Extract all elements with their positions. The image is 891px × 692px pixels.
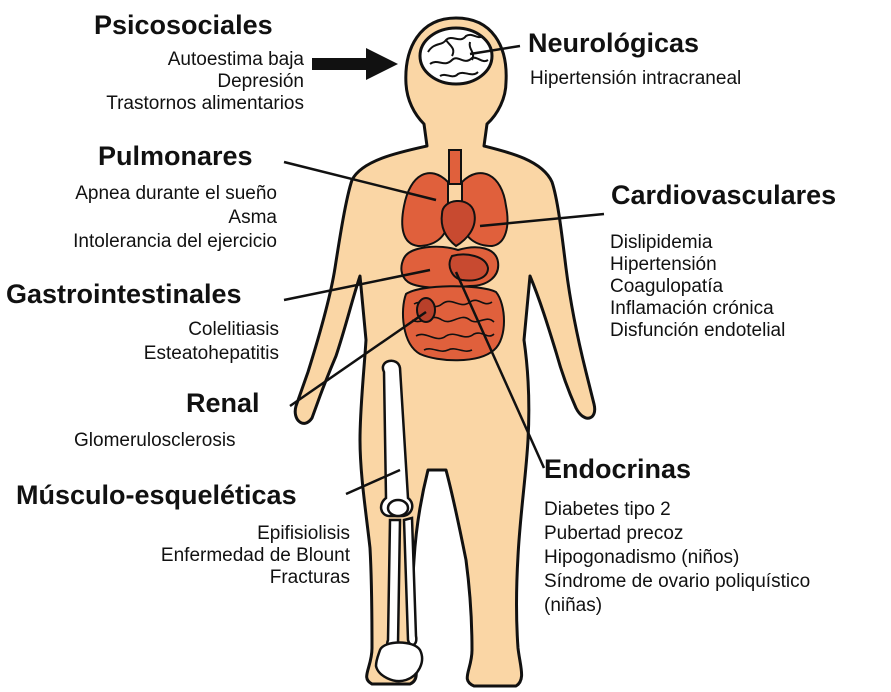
heading-psicosociales: Psicosociales — [94, 12, 273, 39]
item-hipogonadismo: Hipogonadismo (niños) — [544, 546, 810, 570]
stomach — [450, 255, 488, 281]
heading-neurologicas: Neurológicas — [528, 30, 699, 57]
item-sindrome-ovario: Síndrome de ovario poliquístico — [544, 570, 810, 594]
item-esteatohepatitis: Esteatohepatitis — [144, 342, 279, 366]
item-inflamacion: Inflamación crónica — [610, 298, 785, 320]
item-colelitiasis: Colelitiasis — [144, 318, 279, 342]
item-apnea: Apnea durante el sueño — [73, 182, 277, 206]
item-depresion: Depresión — [106, 71, 304, 93]
trachea — [449, 150, 461, 184]
item-hipertension-intracraneal: Hipertensión intracraneal — [530, 68, 741, 90]
organs — [401, 150, 507, 360]
heading-gastrointestinales: Gastrointestinales — [6, 281, 242, 308]
list-musculo: Epifisiolisis Enfermedad de Blount Fract… — [161, 523, 350, 589]
item-intolerancia: Intolerancia del ejercicio — [73, 230, 277, 254]
item-disfuncion: Disfunción endotelial — [610, 320, 785, 342]
item-asma: Asma — [73, 206, 277, 230]
item-glomerulosclerosis: Glomerulosclerosis — [74, 430, 236, 452]
item-hipertension: Hipertensión — [610, 254, 785, 276]
item-ninas: (niñas) — [544, 594, 810, 618]
list-gastrointestinales: Colelitiasis Esteatohepatitis — [144, 318, 279, 366]
heading-musculo: Músculo-esqueléticas — [16, 482, 297, 509]
heading-cardiovasculares: Cardiovasculares — [611, 182, 836, 209]
list-cardiovasculares: Dislipidemia Hipertensión Coagulopatía I… — [610, 232, 785, 342]
list-endocrinas: Diabetes tipo 2 Pubertad precoz Hipogona… — [544, 498, 810, 618]
brain — [420, 28, 492, 84]
heading-renal: Renal — [186, 390, 260, 417]
list-renal: Glomerulosclerosis — [74, 430, 236, 452]
item-epifisiolisis: Epifisiolisis — [161, 523, 350, 545]
item-fracturas: Fracturas — [161, 567, 350, 589]
list-neurologicas: Hipertensión intracraneal — [530, 68, 741, 90]
item-pubertad: Pubertad precoz — [544, 522, 810, 546]
heading-pulmonares: Pulmonares — [98, 143, 253, 170]
item-trastornos: Trastornos alimentarios — [106, 93, 304, 115]
list-psicosociales: Autoestima baja Depresión Trastornos ali… — [106, 49, 304, 115]
arrow — [312, 48, 398, 80]
heading-endocrinas: Endocrinas — [544, 456, 691, 483]
item-dislipidemia: Dislipidemia — [610, 232, 785, 254]
item-autoestima: Autoestima baja — [106, 49, 304, 71]
item-coagulopatia: Coagulopatía — [610, 276, 785, 298]
kidney — [417, 298, 435, 322]
list-pulmonares: Apnea durante el sueño Asma Intolerancia… — [73, 182, 277, 254]
item-diabetes: Diabetes tipo 2 — [544, 498, 810, 522]
item-blount: Enfermedad de Blount — [161, 545, 350, 567]
